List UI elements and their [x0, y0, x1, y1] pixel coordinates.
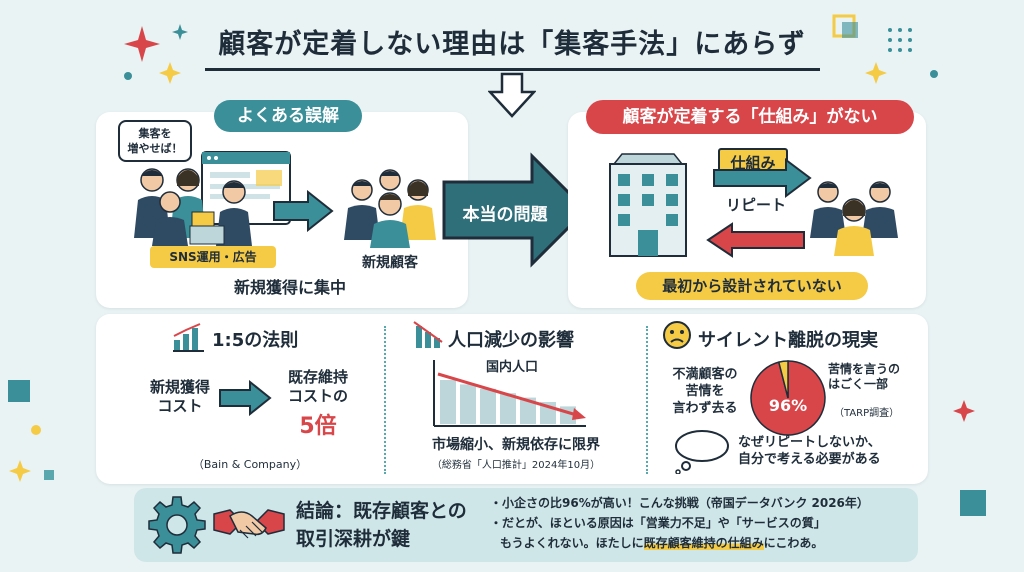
root-cause-header: 顧客が定着する「仕組み」がない	[586, 100, 914, 134]
sparkle-decoration-topright	[832, 14, 938, 84]
conclusion-bullet-2: ・だとが、ほといる原因は「営業力不足」や「サービスの質」	[490, 516, 826, 530]
silent-churn-pie-chart	[750, 360, 826, 436]
population-bar-chart	[433, 360, 586, 427]
sparkle-decoration-right	[953, 400, 986, 516]
loyal-customers-illustration	[810, 181, 898, 256]
conclusion-bullet-3-prefix: もうよくれない。ほたしに	[500, 536, 644, 550]
five-times-label: 5倍	[299, 414, 337, 439]
bar-chart-icon	[173, 323, 204, 352]
population-bar	[480, 388, 496, 424]
arrow-to-customers-icon	[713, 158, 812, 198]
conclusion-bullet-1: ・小企さの比96%が高い！こんな挑戦（帝国データバンク 2026年）	[490, 496, 869, 510]
misconception-caption: 新規獲得に集中	[233, 278, 346, 297]
company-building-icon	[609, 153, 687, 257]
page-title: 顧客が定着しない理由は「集客手法」にあらず	[218, 29, 806, 60]
real-problem-label: 本当の問題	[462, 205, 548, 225]
population-bar	[500, 393, 516, 424]
misconception-header: よくある誤解	[214, 100, 362, 132]
conclusion-highlight: 既存顧客維持の仕組み	[643, 536, 764, 550]
arrow-back-icon	[706, 222, 805, 258]
population-bar	[440, 380, 456, 424]
new-customers-illustration	[344, 169, 436, 248]
silent-churn-title: サイレント離脱の現実	[698, 330, 878, 351]
marketing-team-illustration	[134, 168, 252, 246]
new-cost-label: 新規獲得 コスト	[149, 378, 210, 415]
down-arrow-icon	[488, 72, 536, 118]
arrow-right-icon	[273, 190, 334, 232]
sparkle-decoration-side	[8, 380, 54, 482]
population-bar	[520, 397, 536, 424]
handshake-icon	[213, 509, 285, 539]
population-bar	[460, 384, 476, 424]
worried-face-icon	[663, 321, 691, 349]
thought-cloud-icon	[675, 430, 729, 474]
sparkle-decoration-topleft	[124, 24, 188, 84]
real-problem-arrow	[442, 152, 589, 268]
speech-bubble: 集客を 増やせば！	[118, 120, 192, 162]
rule-arrow-icon	[219, 380, 272, 416]
conclusion-heading-2: 取引深耕が鍵	[296, 528, 411, 550]
complainers-note: 苦情を言うの はごく一部	[828, 362, 901, 391]
population-decline-icon	[413, 321, 443, 348]
conclusion-bullet-3: もうよくれない。ほたしに既存顧客維持の仕組みにこわあ。	[500, 534, 823, 551]
unhappy-customers-label: 不満顧客の 苦情を 言わず去る	[672, 367, 738, 416]
population-source: （総務省「人口推計」2024年10月）	[431, 460, 601, 471]
decline-trend-line	[437, 372, 581, 418]
market-shrink-label: 市場縮小、新規依存に限界	[432, 437, 600, 453]
new-customers-label: 新規顧客	[362, 255, 418, 271]
rule-title: 1:5の法則	[212, 330, 299, 351]
pie-slice	[777, 360, 789, 399]
trend-arrowhead-icon	[572, 408, 586, 420]
gear-icon	[148, 496, 206, 554]
not-designed-label: 最初から設計されていない	[636, 272, 868, 300]
repeat-label: リピート	[725, 196, 786, 214]
divider-2	[646, 326, 648, 474]
mechanism-label: 仕組み	[730, 154, 776, 172]
retention-cost-label: 既存維持 コストの	[287, 368, 348, 405]
think-yourself-label: なぜリピートしないか、 自分で考える必要がある	[738, 435, 881, 467]
population-chart-title: 国内人口	[486, 360, 539, 375]
population-title: 人口減少の影響	[448, 330, 574, 351]
divider-1	[384, 326, 386, 474]
title-underline	[205, 68, 820, 71]
pie-percent-label: 96%	[768, 396, 808, 415]
conclusion-heading-1: 結論：既存顧客との	[296, 500, 467, 522]
tarp-source: （TARP調査）	[834, 408, 900, 419]
conclusion-bullet-3-suffix: にこわあ。	[763, 536, 824, 550]
bain-source: （Bain & Company）	[192, 458, 308, 471]
sns-ads-label: SNS運用・広告	[150, 246, 276, 268]
